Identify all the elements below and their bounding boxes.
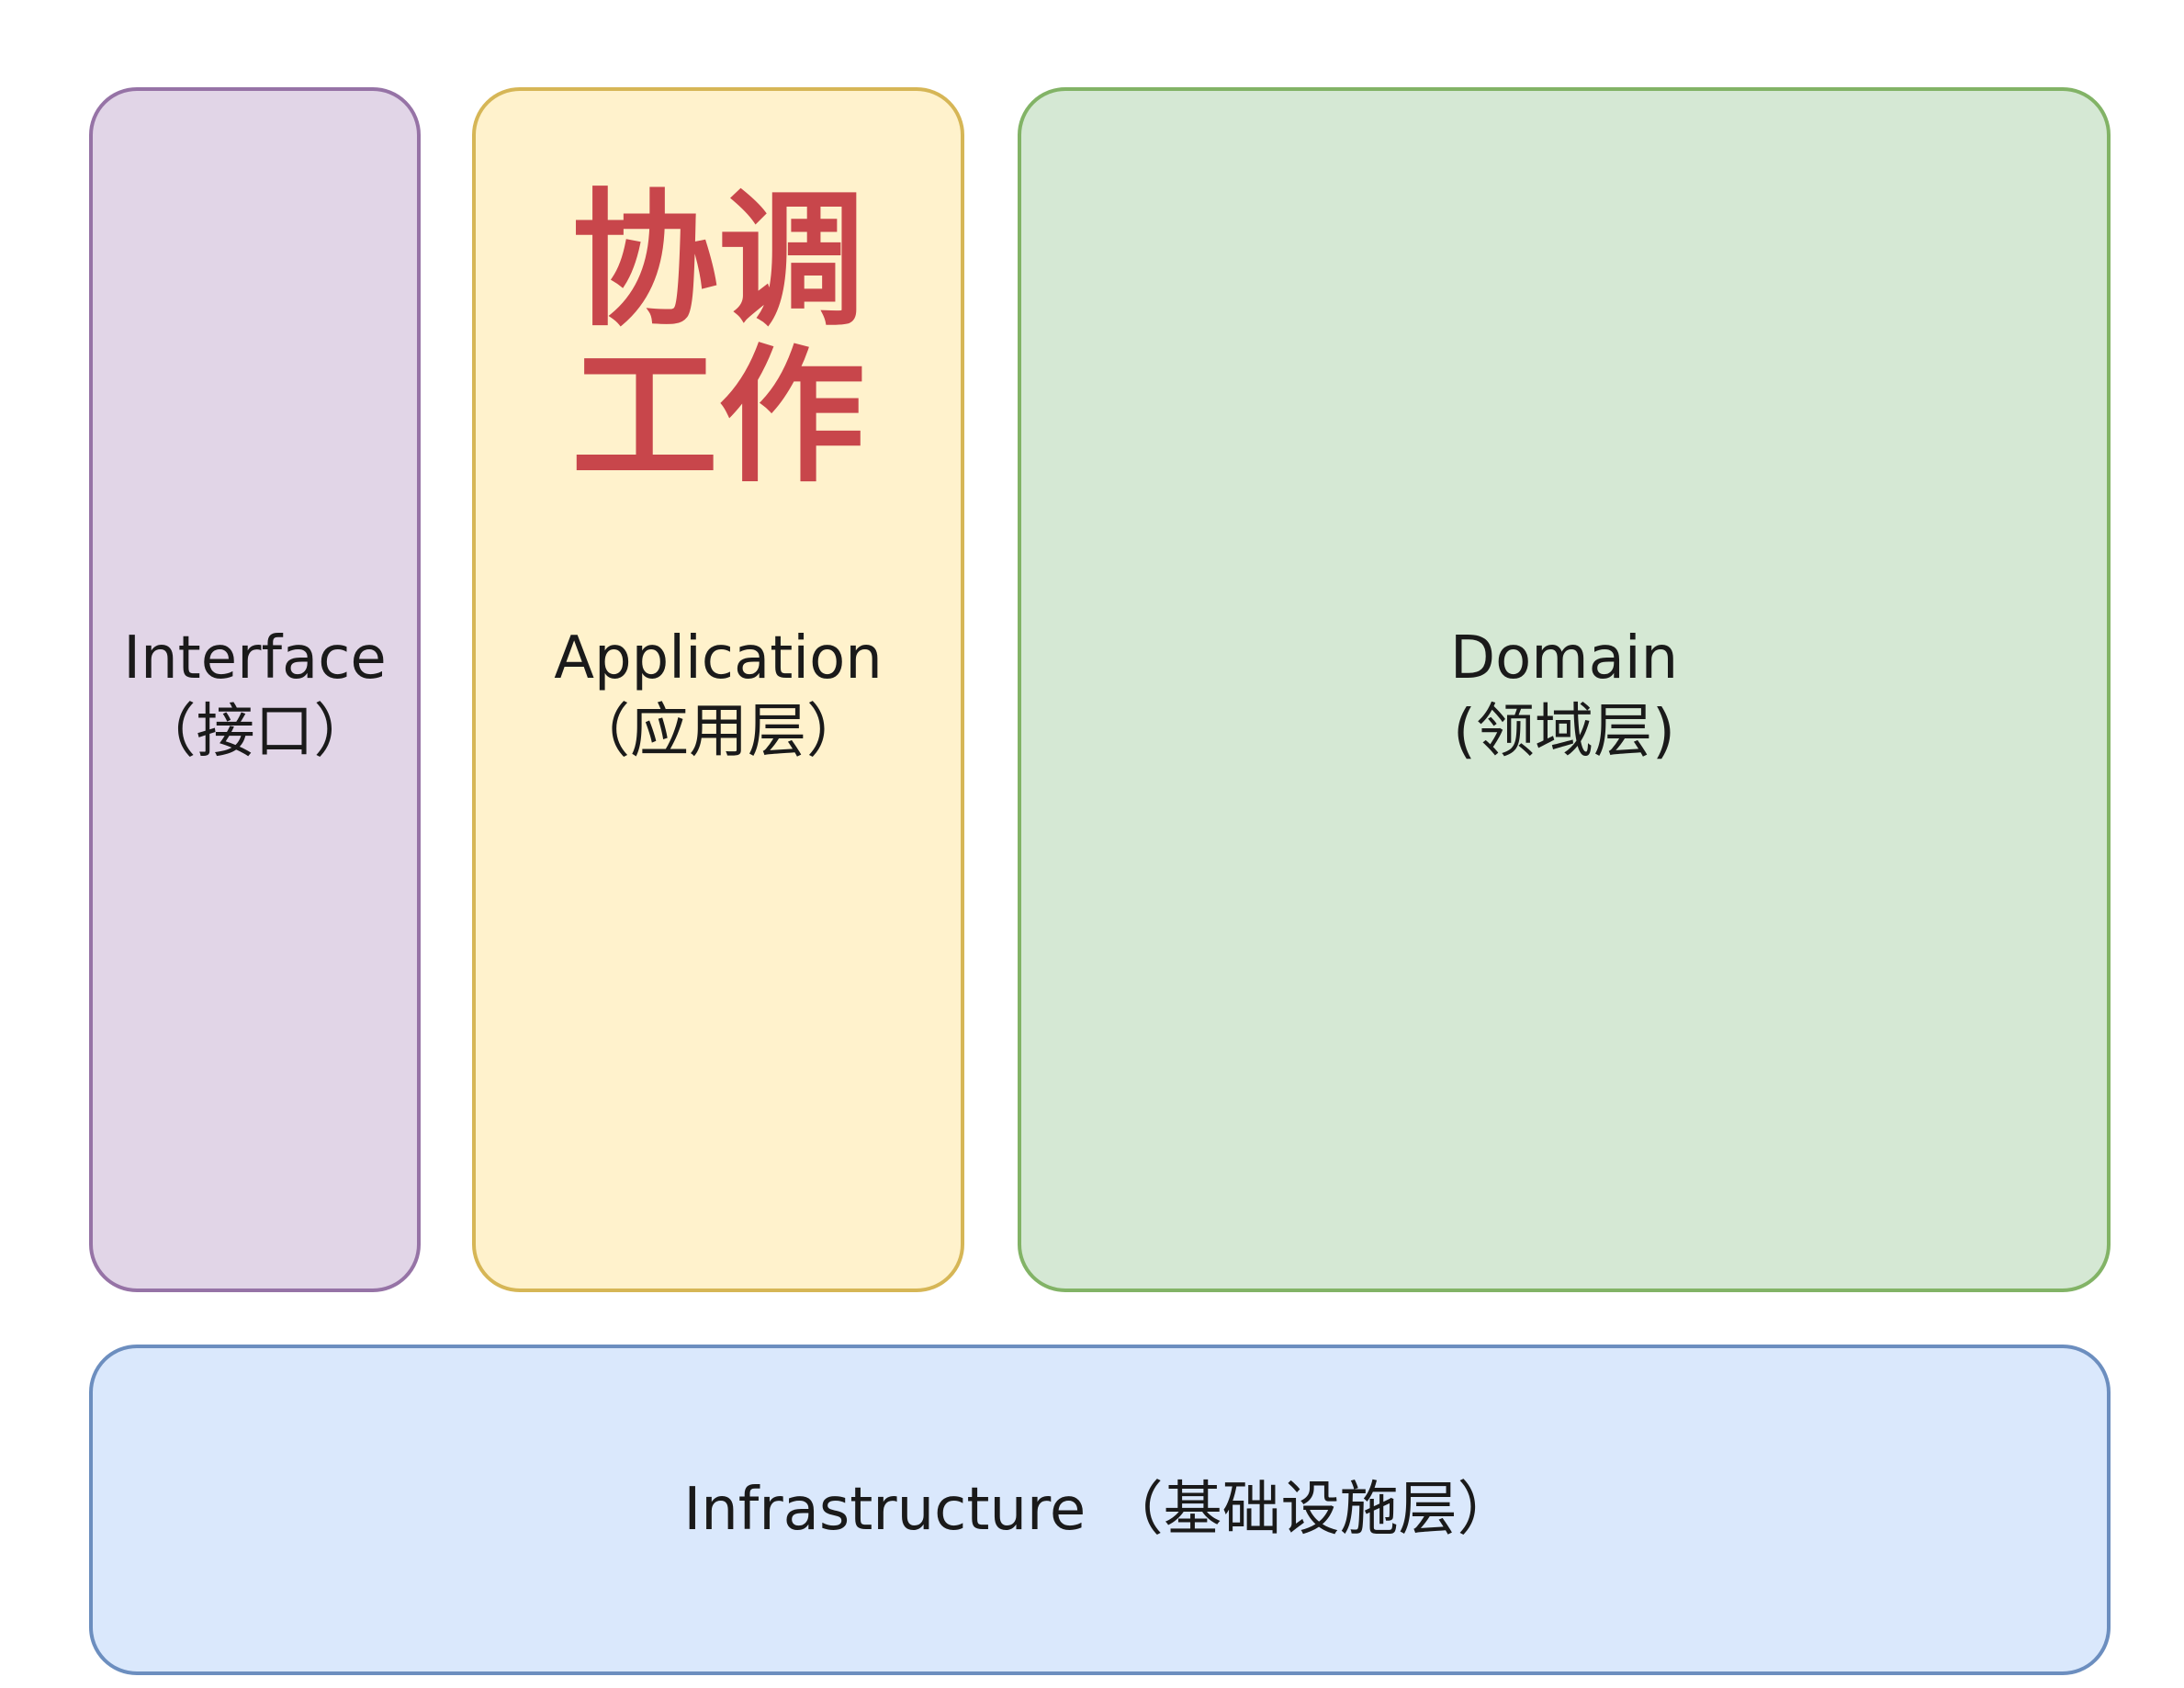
interface-layer-subtitle: （接口） xyxy=(137,698,373,766)
application-layer-box: 协调 工作 Application （应用层） xyxy=(472,87,964,1292)
coordination-annotation: 协调 工作 xyxy=(476,183,961,495)
domain-layer-box: Domain (领域层) xyxy=(1018,87,2111,1292)
application-layer-subtitle: （应用层） xyxy=(571,698,865,766)
application-layer-name: Application xyxy=(554,625,883,692)
interface-layer-label: Interface （接口） xyxy=(93,622,417,769)
infrastructure-layer-text: Infrastructure （基础设施层） xyxy=(683,1476,1516,1544)
infrastructure-layer-label: Infrastructure （基础设施层） xyxy=(93,1473,2107,1547)
interface-layer-box: Interface （接口） xyxy=(89,87,421,1292)
annotation-line-1: 协调 xyxy=(570,174,865,346)
domain-layer-name: Domain xyxy=(1449,625,1679,692)
infrastructure-layer-box: Infrastructure （基础设施层） xyxy=(89,1345,2111,1675)
application-layer-label: Application （应用层） xyxy=(476,622,961,769)
interface-layer-name: Interface xyxy=(123,625,387,692)
annotation-line-2: 工作 xyxy=(570,331,865,502)
domain-layer-subtitle: (领域层) xyxy=(1453,698,1675,766)
domain-layer-label: Domain (领域层) xyxy=(1021,622,2107,769)
